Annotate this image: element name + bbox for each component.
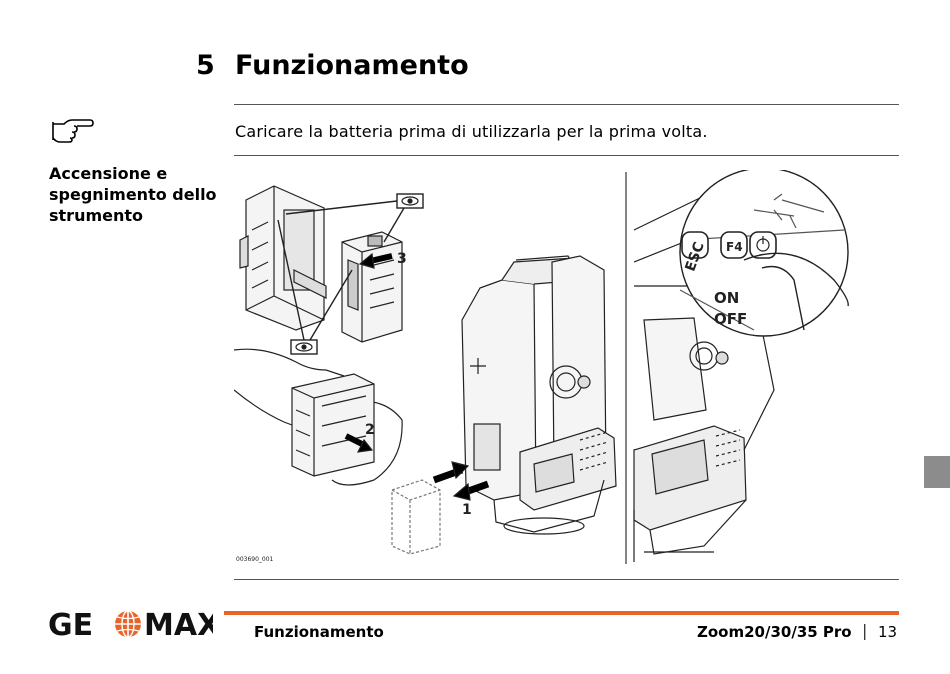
on-label: ON (714, 289, 739, 307)
power-key (749, 231, 777, 259)
total-station-drawing (461, 255, 617, 535)
off-label: OFF (714, 310, 747, 328)
step-3-label: 3 (397, 251, 407, 267)
f4-key-label: F4 (726, 240, 743, 254)
footer-separator: | (862, 621, 868, 640)
battery-and-power-illustration: 3 2 1 (234, 170, 849, 564)
logo-text-right: MAX (144, 608, 213, 638)
note-text: Caricare la batteria prima di utilizzarl… (235, 122, 708, 141)
chapter-tab (924, 456, 950, 488)
figure-code: 003690_001 (236, 556, 274, 563)
step-2-label: 2 (365, 422, 375, 438)
step-1-label: 1 (462, 502, 472, 518)
footer-divider (234, 579, 899, 580)
eye-callout-bottom (290, 339, 318, 355)
chapter-number: 5 (196, 50, 215, 81)
hands-inserting-battery-drawing (234, 348, 403, 486)
footer-accent-bar (224, 611, 899, 615)
instrument-closeup-drawing (633, 195, 794, 562)
footer-section-title: Funzionamento (254, 623, 384, 641)
battery-compartment-drawing (239, 185, 327, 331)
eye-callout-top (396, 193, 424, 209)
battery-pack-drawing (341, 231, 403, 343)
pointing-hand-icon (52, 119, 94, 143)
magnifier-circle: ESC F4 (679, 170, 849, 337)
page-number: 13 (878, 623, 898, 641)
logo-globe-icon (115, 610, 141, 638)
note-divider (234, 155, 899, 156)
footer-product-name: Zoom20/30/35 Pro (697, 623, 852, 641)
logo-text-left: GE (48, 608, 93, 638)
geomax-logo: GE MAX (48, 608, 213, 638)
section-heading: Accensione e spegnimento dello strumento (49, 164, 217, 225)
title-divider (234, 104, 899, 105)
page-title: Funzionamento (235, 50, 469, 81)
